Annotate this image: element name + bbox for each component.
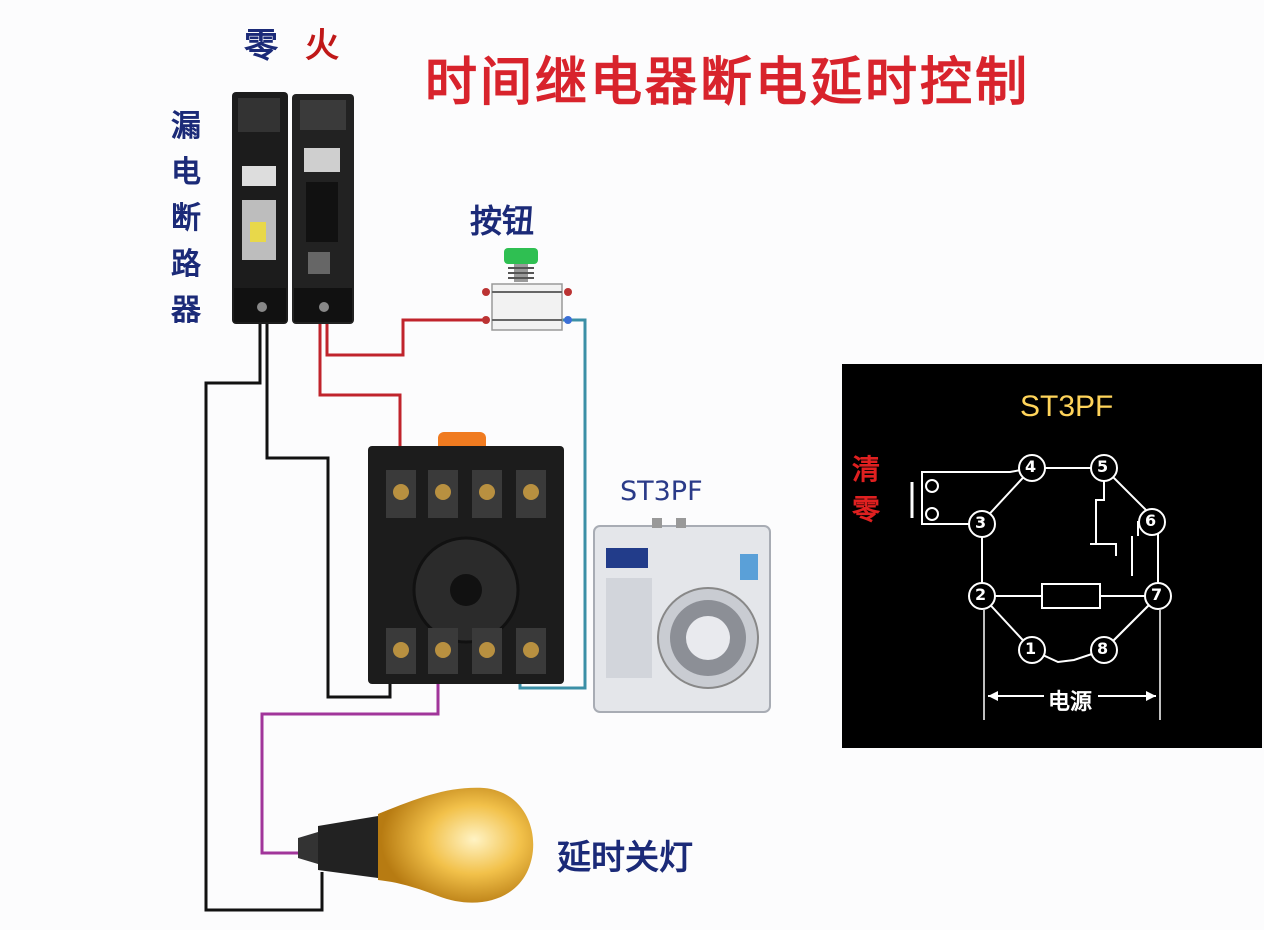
- pin-8: 8: [1097, 639, 1109, 658]
- pin-7: 7: [1151, 585, 1163, 604]
- pinout-schematic: ST3PF 清零 电源 1 2 3 4 5 6 7 8: [842, 364, 1262, 748]
- pinout-diagram-graphic: [910, 454, 1172, 720]
- pin-6: 6: [1145, 511, 1157, 530]
- diagram-title: 时间继电器断电延时控制: [425, 53, 1031, 113]
- pin-1: 1: [1025, 639, 1037, 658]
- pin-5: 5: [1097, 457, 1109, 476]
- relay-model-label: ST3PF: [620, 476, 703, 507]
- lamp-wire: [260, 652, 440, 855]
- push-button-icon: [482, 248, 572, 331]
- neutral-label: 零: [244, 26, 278, 66]
- reset-label: 清零: [851, 453, 880, 526]
- button-label: 按钮: [470, 202, 535, 240]
- light-bulb-icon: [298, 787, 534, 903]
- lamp-label: 延时关灯: [557, 838, 693, 878]
- schematic-title: ST3PF: [1020, 390, 1114, 423]
- live-wire-to-relay: [318, 305, 402, 490]
- pin-2: 2: [975, 585, 987, 604]
- circuit-breaker-icon: [232, 92, 354, 324]
- neutral-wire-to-lamp: [204, 305, 324, 912]
- live-label: 火: [305, 26, 339, 66]
- breaker-label: 漏电断路器: [171, 109, 201, 328]
- live-wire-to-button: [325, 305, 486, 357]
- neutral-wire-to-relay: [265, 305, 392, 699]
- time-relay-icon: [593, 518, 771, 713]
- pin-4: 4: [1025, 457, 1037, 476]
- pin-3: 3: [975, 513, 987, 532]
- power-label: 电源: [1048, 690, 1093, 715]
- relay-socket-icon: [368, 432, 564, 684]
